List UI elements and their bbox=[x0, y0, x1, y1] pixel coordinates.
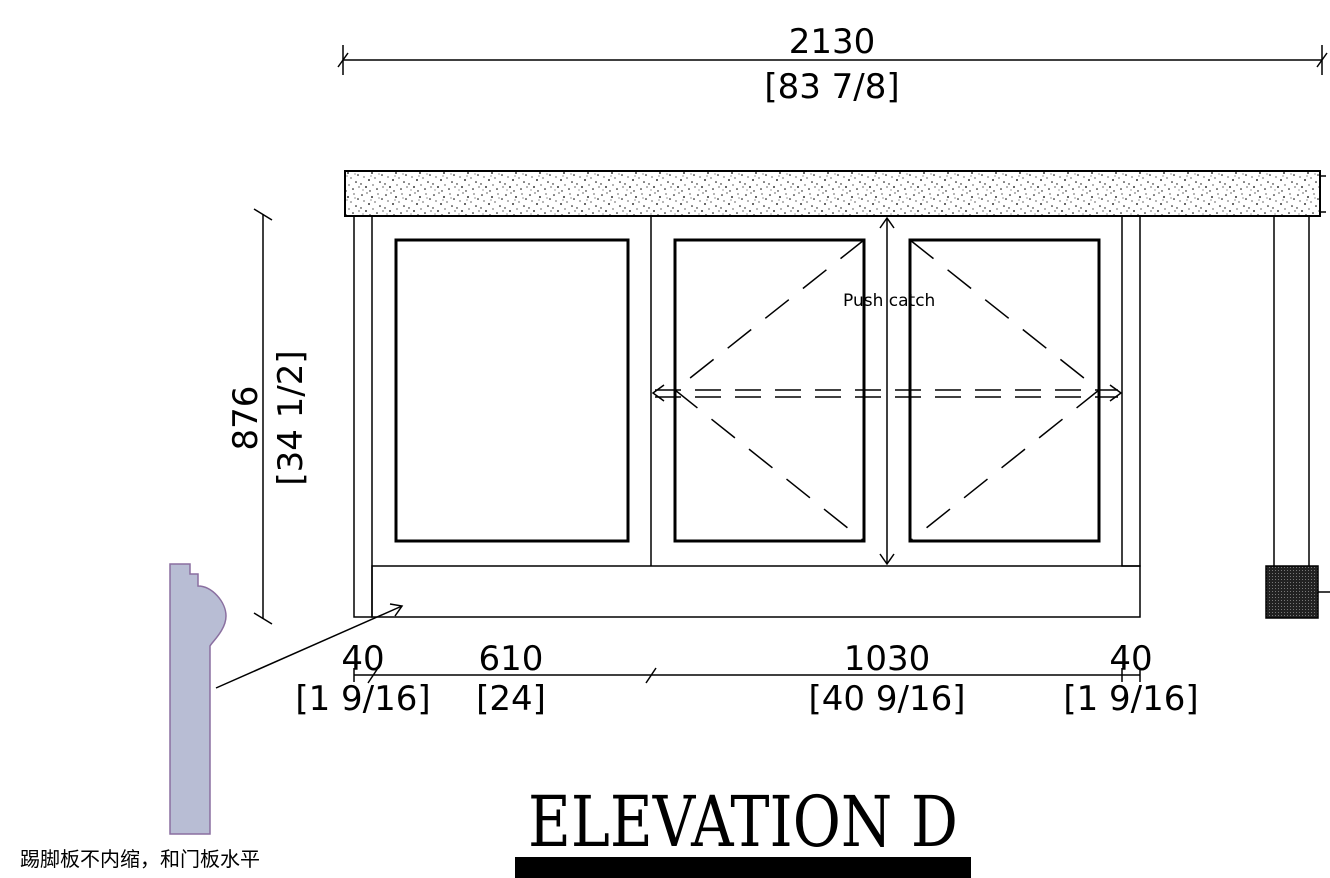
left-end-panel bbox=[353, 215, 373, 618]
overall-width-inch: [83 7/8] bbox=[764, 67, 899, 107]
leader-arrow bbox=[215, 603, 404, 689]
door-swing-lines bbox=[655, 239, 1118, 542]
segment-1-mm: 40 bbox=[341, 639, 384, 679]
segment-3-inch: [40 9/16] bbox=[809, 679, 966, 719]
cabinet bbox=[353, 215, 1141, 618]
segment-2-inch: [24] bbox=[476, 679, 546, 719]
support-leg bbox=[1265, 216, 1330, 619]
segment-4-mm: 40 bbox=[1109, 639, 1152, 679]
height-mm: 876 bbox=[226, 386, 266, 451]
segment-4-inch: [1 9/16] bbox=[1063, 679, 1198, 719]
countertop bbox=[344, 170, 1321, 217]
overall-width-dimension: 2130 [83 7/8] bbox=[337, 22, 1328, 107]
height-inch: [34 1/2] bbox=[271, 350, 311, 485]
right-end-panel bbox=[1121, 215, 1141, 567]
segment-3-mm: 1030 bbox=[844, 639, 931, 679]
segment-1-inch: [1 9/16] bbox=[295, 679, 430, 719]
overall-width-mm: 2130 bbox=[789, 22, 876, 62]
kickboard-note: 踢脚板不内缩，和门板水平 bbox=[20, 847, 260, 871]
drawing-title: ELEVATION D bbox=[528, 781, 958, 863]
title-underline bbox=[515, 857, 971, 878]
opening-arrows bbox=[651, 216, 1123, 566]
push-catch-note: Push catch bbox=[843, 291, 935, 311]
segment-2-mm: 610 bbox=[479, 639, 544, 679]
kickboard bbox=[371, 565, 1141, 618]
kickboard-profile bbox=[169, 563, 227, 835]
door-panel-left bbox=[394, 238, 630, 543]
segment-dimensions: 40 [1 9/16] 610 [24] 1030 [40 9/16] 40 [… bbox=[295, 639, 1198, 719]
height-dimension: 876 [34 1/2] bbox=[226, 208, 311, 625]
